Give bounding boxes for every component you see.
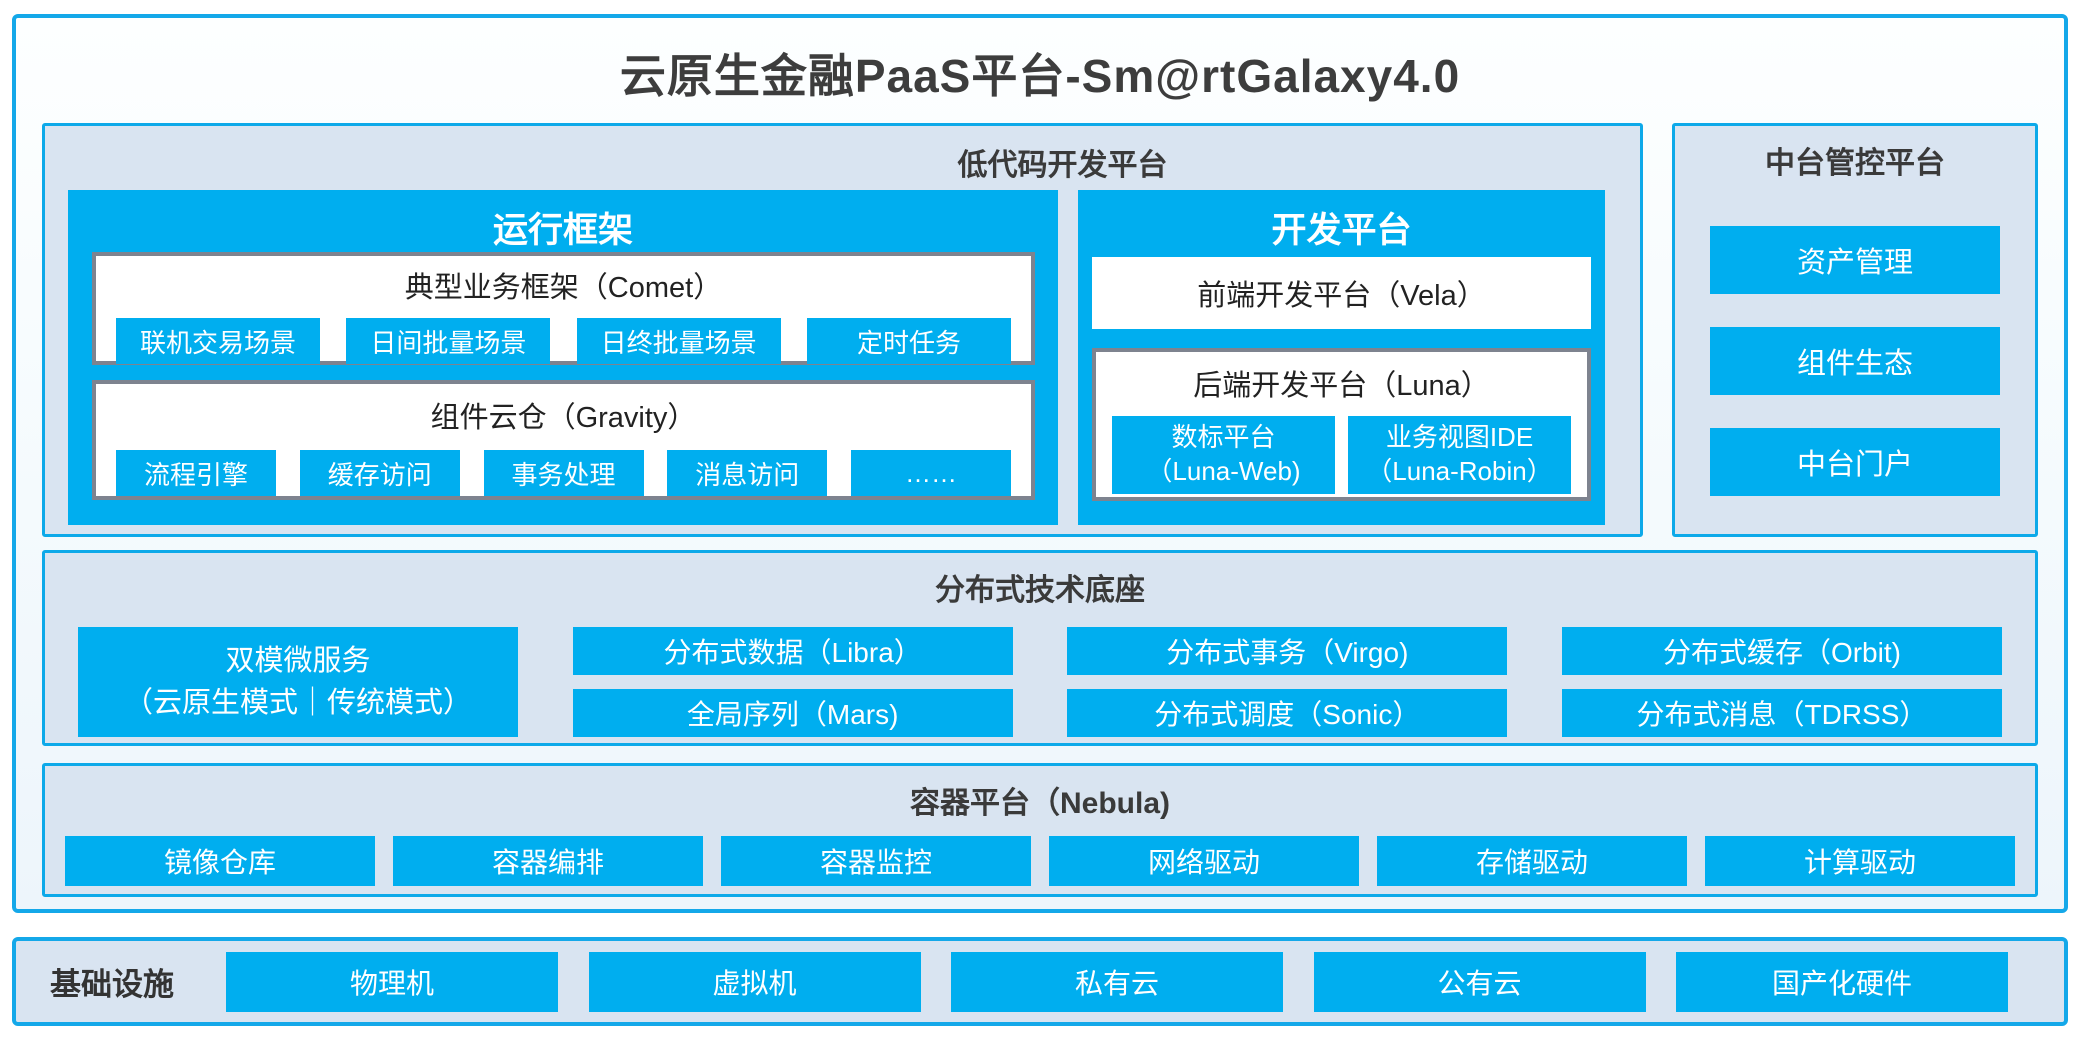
distributed-col-3: 分布式缓存（Orbit) 分布式消息（TDRSS） bbox=[1561, 627, 2002, 737]
infra-item-virtual-machine: 虚拟机 bbox=[588, 951, 921, 1012]
dev-platform-panel: 开发平台 前端开发平台（Vela） 后端开发平台（Luna） 数标平台 （Lun… bbox=[1078, 190, 1605, 525]
dist-item-tdrss: 分布式消息（TDRSS） bbox=[1561, 689, 2002, 737]
comet-item-online-trade: 联机交易场景 bbox=[116, 318, 320, 364]
dual-mode-line1: 双模微服务 bbox=[225, 644, 371, 677]
runtime-framework-panel: 运行框架 典型业务框架（Comet） 联机交易场景 日间批量场景 日终批量场景 … bbox=[68, 190, 1058, 525]
comet-framework-label: 典型业务框架（Comet） bbox=[404, 272, 723, 304]
distributed-col-2: 分布式事务（Virgo) 分布式调度（Sonic） bbox=[1067, 627, 1508, 737]
comet-item-daytime-batch: 日间批量场景 bbox=[346, 318, 551, 364]
container-platform-items: 镜像仓库 容器编排 容器监控 网络驱动 存储驱动 计算驱动 bbox=[45, 836, 2035, 886]
gravity-item-more: …… bbox=[851, 450, 1011, 496]
dist-item-mars: 全局序列（Mars) bbox=[572, 689, 1013, 737]
gravity-item-message-access: 消息访问 bbox=[667, 450, 828, 496]
infra-item-domestic-hardware: 国产化硬件 bbox=[1676, 951, 2008, 1012]
dual-mode-line2: （云原生模式｜传统模式） bbox=[123, 687, 472, 719]
page-title: 云原生金融PaaS平台-Sm@rtGalaxy4.0 bbox=[619, 50, 1461, 102]
nebula-item-compute-driver: 计算驱动 bbox=[1705, 836, 2015, 886]
nebula-item-image-registry: 镜像仓库 bbox=[65, 836, 375, 886]
dist-item-orbit: 分布式缓存（Orbit) bbox=[1561, 627, 2002, 675]
infra-item-physical-machine: 物理机 bbox=[226, 951, 558, 1012]
vela-label: 前端开发平台（Vela） bbox=[1197, 280, 1486, 312]
comet-items-row: 联机交易场景 日间批量场景 日终批量场景 定时任务 bbox=[96, 318, 1031, 364]
mid-item-asset-management: 资产管理 bbox=[1710, 226, 2000, 294]
nebula-item-orchestration: 容器编排 bbox=[393, 836, 703, 886]
luna-robin-name: 业务视图IDE bbox=[1385, 422, 1534, 453]
mid-platform-section: 中台管控平台 资产管理 组件生态 中台门户 bbox=[1672, 123, 2038, 537]
nebula-item-storage-driver: 存储驱动 bbox=[1377, 836, 1687, 886]
nebula-item-monitoring: 容器监控 bbox=[721, 836, 1031, 886]
luna-robin-code: （Luna-Robin） bbox=[1366, 456, 1553, 486]
dev-platform-title: 开发平台 bbox=[1271, 211, 1412, 250]
runtime-framework-title: 运行框架 bbox=[492, 211, 633, 250]
gravity-component-cloud-box: 组件云仓（Gravity） 流程引擎 缓存访问 事务处理 消息访问 …… bbox=[92, 380, 1035, 500]
container-platform-section: 容器平台（Nebula) 镜像仓库 容器编排 容器监控 网络驱动 存储驱动 计算… bbox=[42, 763, 2038, 897]
distributed-tech-base-section: 分布式技术底座 双模微服务 （云原生模式｜传统模式） 分布式数据（Libra） … bbox=[42, 550, 2038, 746]
comet-item-scheduled-task: 定时任务 bbox=[806, 318, 1011, 364]
vela-frontend-platform-box: 前端开发平台（Vela） bbox=[1092, 257, 1591, 329]
luna-robin-item: 业务视图IDE （Luna-Robin） bbox=[1348, 416, 1571, 494]
comet-business-framework-box: 典型业务框架（Comet） 联机交易场景 日间批量场景 日终批量场景 定时任务 bbox=[92, 252, 1035, 365]
container-platform-title: 容器平台（Nebula) bbox=[909, 787, 1170, 820]
lowcode-platform-title: 低代码开发平台 bbox=[957, 149, 1168, 182]
distributed-grid: 双模微服务 （云原生模式｜传统模式） 分布式数据（Libra） 全局序列（Mar… bbox=[45, 627, 2035, 737]
distributed-col-1: 分布式数据（Libra） 全局序列（Mars) bbox=[572, 627, 1013, 737]
mid-platform-title: 中台管控平台 bbox=[1765, 147, 1945, 180]
infra-item-private-cloud: 私有云 bbox=[951, 951, 1283, 1012]
infrastructure-title: 基础设施 bbox=[50, 967, 174, 1002]
luna-web-name: 数标平台 bbox=[1171, 422, 1276, 453]
luna-web-item: 数标平台 （Luna-Web) bbox=[1112, 416, 1335, 494]
gravity-item-process-engine: 流程引擎 bbox=[116, 450, 276, 496]
nebula-item-network-driver: 网络驱动 bbox=[1049, 836, 1359, 886]
luna-web-code: （Luna-Web) bbox=[1146, 456, 1301, 486]
dist-item-sonic: 分布式调度（Sonic） bbox=[1067, 689, 1508, 737]
mid-platform-items: 资产管理 组件生态 中台门户 bbox=[1675, 226, 2035, 496]
lowcode-platform-section: 低代码开发平台 运行框架 典型业务框架（Comet） 联机交易场景 日间批量场景… bbox=[42, 123, 1643, 537]
mid-item-portal: 中台门户 bbox=[1710, 428, 2000, 496]
dual-mode-microservice-box: 双模微服务 （云原生模式｜传统模式） bbox=[78, 627, 518, 737]
infrastructure-items: 物理机 虚拟机 私有云 公有云 国产化硬件 bbox=[226, 951, 2008, 1012]
comet-item-eod-batch: 日终批量场景 bbox=[576, 318, 781, 364]
mid-item-component-ecosystem: 组件生态 bbox=[1710, 327, 2000, 395]
luna-items-row: 数标平台 （Luna-Web) 业务视图IDE （Luna-Robin） bbox=[1096, 416, 1587, 494]
gravity-item-cache-access: 缓存访问 bbox=[299, 450, 460, 496]
luna-label: 后端开发平台（Luna） bbox=[1193, 370, 1490, 402]
dist-item-libra: 分布式数据（Libra） bbox=[572, 627, 1013, 675]
dist-item-virgo: 分布式事务（Virgo) bbox=[1067, 627, 1508, 675]
gravity-item-transaction: 事务处理 bbox=[483, 450, 644, 496]
main-frame: 云原生金融PaaS平台-Sm@rtGalaxy4.0 低代码开发平台 运行框架 … bbox=[12, 14, 2068, 913]
infrastructure-section: 基础设施 物理机 虚拟机 私有云 公有云 国产化硬件 bbox=[12, 937, 2068, 1026]
gravity-label: 组件云仓（Gravity） bbox=[430, 402, 697, 434]
infra-item-public-cloud: 公有云 bbox=[1313, 951, 1646, 1012]
gravity-items-row: 流程引擎 缓存访问 事务处理 消息访问 …… bbox=[96, 450, 1031, 496]
distributed-tech-base-title: 分布式技术底座 bbox=[935, 574, 1145, 607]
luna-backend-platform-box: 后端开发平台（Luna） 数标平台 （Luna-Web) 业务视图IDE （Lu… bbox=[1092, 348, 1591, 501]
